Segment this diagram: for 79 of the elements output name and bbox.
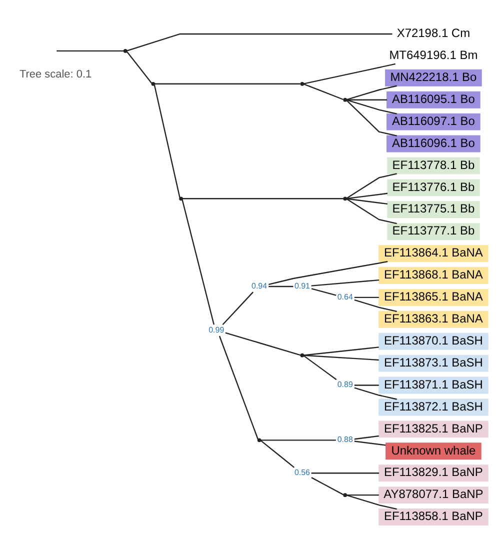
node-point (343, 97, 348, 102)
node-label: 0.94 (252, 280, 268, 290)
node-point (343, 196, 348, 200)
node-point (343, 492, 348, 496)
connector (225, 332, 301, 356)
node-box: AB116097.1 Bo (386, 112, 480, 130)
connector (354, 440, 386, 446)
connector (311, 472, 380, 474)
node-label: 0.56 (294, 468, 310, 477)
node-label: 0.64 (337, 292, 353, 301)
node-box: MN422218.1 Bo (385, 68, 482, 86)
node-text: MT649196.1 Bm (389, 48, 478, 62)
node-point (300, 352, 304, 357)
connector (346, 98, 388, 100)
connector (303, 354, 337, 380)
connector (260, 439, 336, 440)
connector (304, 346, 379, 356)
node-box: EF113778.1 Bb (387, 156, 480, 174)
connector (154, 82, 300, 84)
connector (154, 84, 180, 198)
node-box: EF113868.1 BaNA (378, 266, 488, 284)
node-box: EF113776.1 Bb (387, 178, 480, 196)
connector (354, 434, 379, 440)
node-label: 0.88 (337, 434, 353, 444)
connector (182, 198, 344, 199)
node-label: 0.91 (294, 280, 310, 290)
connector (354, 384, 379, 386)
node-box: EF113864.1 BaNA (378, 244, 488, 262)
node-box: EF113872.1 BaSH (378, 398, 488, 416)
connector (354, 298, 397, 312)
connector (346, 198, 388, 204)
connector (311, 278, 380, 286)
node-box: EF113863.1 BaNA (378, 310, 488, 328)
connector (304, 62, 396, 84)
connector (304, 354, 379, 360)
node-label: 0.99 (208, 324, 224, 334)
node-box: EF113870.1 BaSH (378, 332, 488, 350)
connector (346, 100, 397, 136)
node-box: EF113825.1 BaNP (378, 420, 488, 438)
connector (346, 198, 397, 224)
connector (303, 83, 344, 100)
connector (346, 494, 379, 496)
node-point (300, 81, 304, 86)
connector (354, 386, 397, 400)
connector (346, 192, 388, 199)
node-box: AY878077.1 BaNP (378, 486, 488, 504)
connector (222, 291, 254, 325)
node-box: AB116095.1 Bo (386, 90, 480, 108)
connector (126, 32, 392, 51)
connector (346, 99, 397, 114)
node-point (179, 196, 183, 200)
node-box: EF113871.1 BaSH (378, 376, 488, 394)
node-box: AB116096.1 Bo (386, 134, 480, 152)
connector (346, 494, 397, 510)
connector (346, 84, 397, 100)
node-text: X72198.1 Cm (396, 26, 470, 40)
connector (354, 296, 379, 298)
connector (311, 288, 336, 296)
node-box: Unknown whale (386, 442, 482, 460)
node-box: EF113775.1 Bb (387, 200, 480, 218)
connector (182, 198, 214, 324)
connector (218, 335, 259, 439)
connector (56, 50, 124, 52)
node-point (123, 48, 128, 52)
node-box: EF113873.1 BaSH (378, 354, 488, 372)
connector (260, 440, 295, 468)
connector (126, 50, 152, 84)
node-label: 0.89 (337, 380, 353, 389)
connector (268, 260, 388, 285)
node-point (257, 438, 262, 442)
node-point (151, 81, 156, 86)
node-box: EF113777.1 Bb (387, 222, 480, 240)
node-box: EF113865.1 BaNA (378, 288, 488, 306)
node-box: EF113829.1 BaNP (378, 464, 488, 482)
connector (311, 476, 344, 495)
connector (346, 172, 397, 198)
label: Tree scale: 0.1 (19, 68, 92, 80)
connector (268, 285, 294, 287)
node-box: EF113858.1 BaNP (378, 508, 488, 525)
